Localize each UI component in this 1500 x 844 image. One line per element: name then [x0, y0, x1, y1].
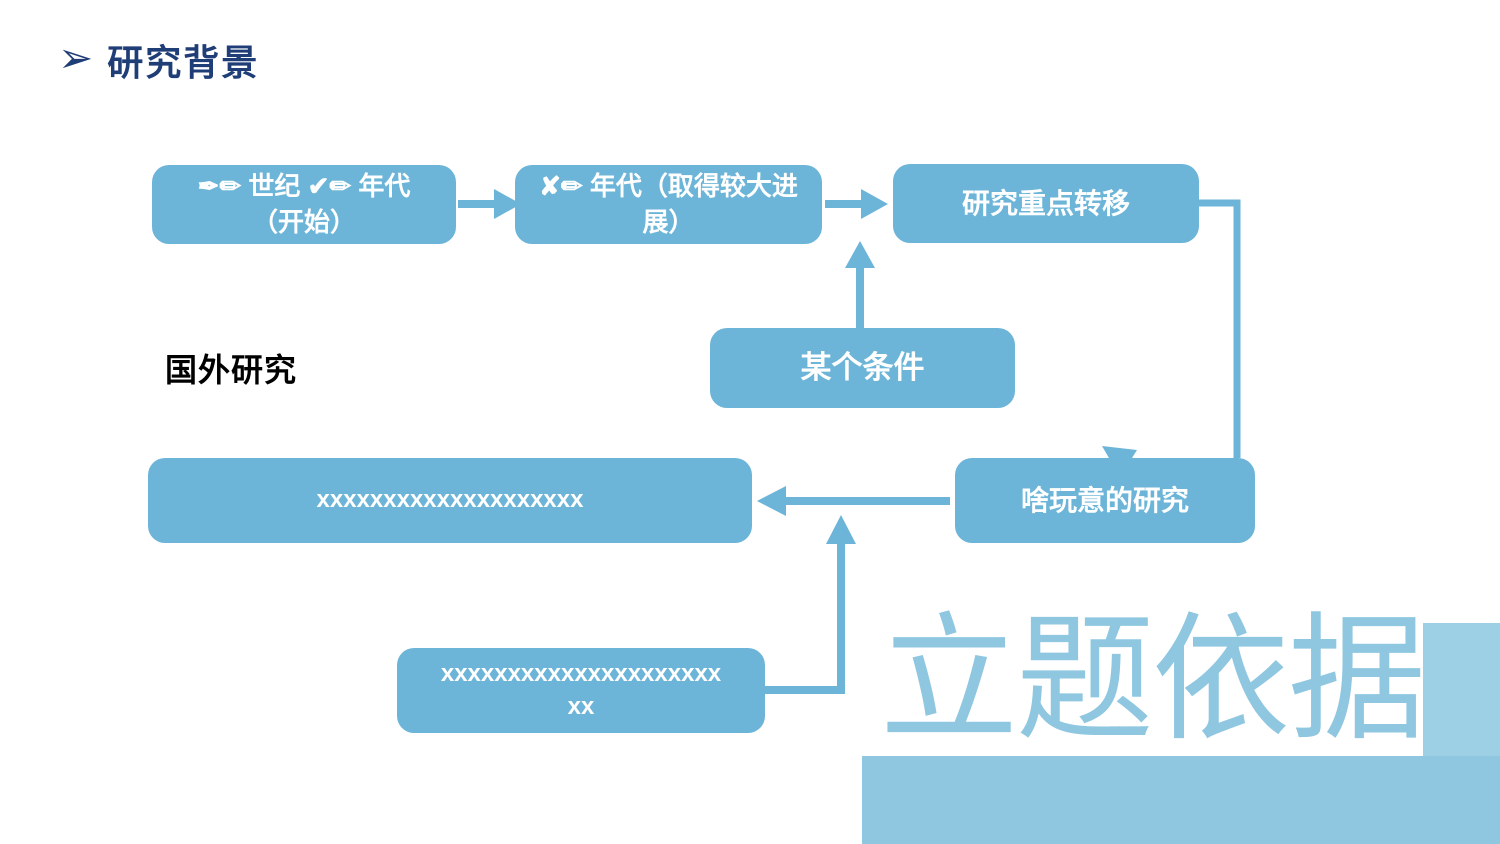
flow-box-start: ✒✏ 世纪 ✔✏ 年代（开始）	[152, 165, 456, 244]
watermark-title: 立题依据	[880, 603, 1426, 757]
section-label-domestic-research: 国外研究	[165, 352, 298, 388]
arrow-left-research-to-placeholder-icon	[757, 486, 950, 516]
flow-box-placeholder-bottom: xxxxxxxxxxxxxxxxxxxxxxx	[397, 648, 765, 733]
flow-box-placeholder-wide: xxxxxxxxxxxxxxxxxxxx	[148, 458, 752, 543]
arrow-right-start-to-progress-icon	[458, 189, 521, 219]
bottom-accent-band	[862, 756, 1500, 844]
elbow-connector-shift-to-research-icon	[1102, 199, 1241, 477]
arrow-up-condition-icon	[845, 241, 875, 330]
flow-box-shift: 研究重点转移	[893, 164, 1199, 243]
flow-box-progress: ✘✏ 年代（取得较大进展）	[515, 165, 822, 244]
flow-box-some-research: 啥玩意的研究	[955, 458, 1255, 543]
arrow-bullet-icon: ➢	[58, 34, 94, 81]
arrow-right-progress-to-shift-icon	[825, 189, 888, 219]
elbow-arrow-bottom-placeholder-icon	[765, 515, 856, 694]
page-title: 研究背景	[107, 42, 260, 83]
slide-header: ➢ 研究背景	[58, 34, 259, 86]
flow-box-condition: 某个条件	[710, 328, 1015, 408]
